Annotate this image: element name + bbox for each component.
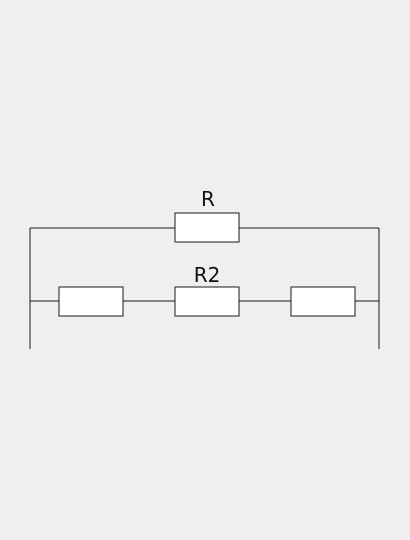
resistor-top-label: R: [201, 187, 215, 211]
resistor-top: [174, 212, 240, 243]
resistor-bottom-middle: [174, 286, 240, 317]
resistor-bottom-right: [290, 286, 356, 317]
resistor-bottom-middle-label: R2: [194, 263, 221, 287]
resistor-bottom-left: [58, 286, 124, 317]
